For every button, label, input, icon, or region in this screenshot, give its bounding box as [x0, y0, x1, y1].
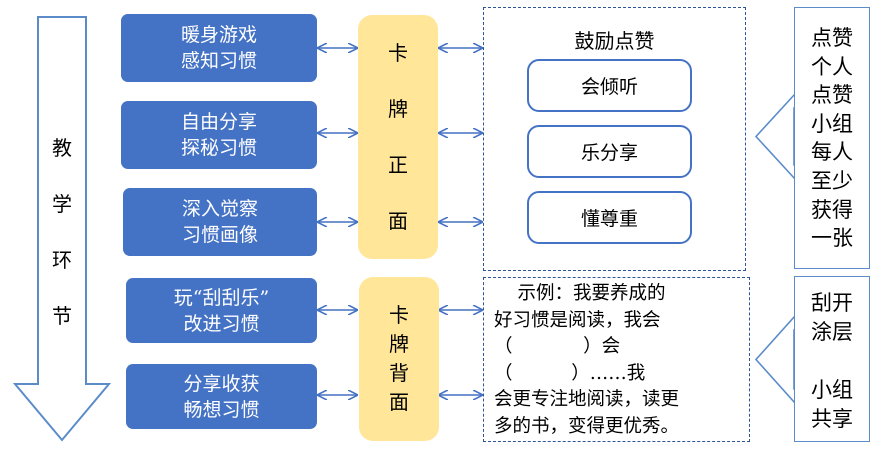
- note-bottom-line: 小组: [811, 378, 853, 402]
- note-top-line: 至少: [811, 168, 853, 193]
- note-box-top: 点赞 个人 点赞 小组 每人 至少 获得 一张: [794, 7, 870, 269]
- card-front-char: 正: [388, 153, 408, 177]
- step-line-1: 深入觉察: [181, 198, 258, 220]
- flow-label: 教 学 环 节: [50, 120, 74, 344]
- note-top-line: 一张: [811, 226, 853, 251]
- step-line-1: 自由分享: [180, 111, 257, 133]
- note-top-line: 个人: [811, 54, 853, 79]
- callout-arrow-bottom: [754, 313, 796, 406]
- step-line-1: 分享收获: [183, 372, 260, 395]
- card-front-char: 牌: [388, 97, 408, 121]
- example-text: 示例：我要养成的 好习惯是阅读，我会 （ ）会 （ ）……我 会更专注地阅读，读…: [494, 281, 756, 441]
- note-top-line: 获得: [811, 197, 853, 222]
- note-top-text: 点赞 个人 点赞 小组 每人 至少 获得 一张: [798, 24, 866, 253]
- card-front-char: 面: [388, 209, 408, 233]
- step-free-share: 自由分享 探秘习惯: [121, 101, 317, 169]
- note-top-line: 点赞: [811, 26, 853, 50]
- flow-label-char: 教: [52, 136, 72, 160]
- example-line: （ ）会: [494, 336, 621, 358]
- step-line-1: 玩“刮刮乐”: [173, 286, 270, 309]
- note-bottom-line: 共享: [811, 407, 853, 431]
- praise-item-share: 乐分享: [527, 125, 692, 178]
- card-back-char: 面: [389, 390, 409, 414]
- step-line-2: 改进习惯: [183, 312, 260, 335]
- note-bottom-line: 刮开: [811, 291, 853, 315]
- flow-arrow: [12, 16, 112, 442]
- card-back: 卡 牌 背 面: [359, 277, 439, 441]
- note-top-line: 小组: [811, 111, 853, 136]
- example-line: 示例：我要养成的: [494, 283, 666, 304]
- note-top-line: 每人: [811, 140, 853, 165]
- praise-item-listen: 会倾听: [527, 59, 692, 112]
- step-line-2: 习惯画像: [181, 224, 258, 246]
- card-back-char: 牌: [389, 332, 409, 356]
- flow-label-char: 环: [52, 248, 72, 272]
- step-line-2: 感知习惯: [180, 50, 257, 72]
- card-back-char: 背: [389, 361, 409, 385]
- card-back-char: 卡: [389, 303, 409, 327]
- note-bottom-line: 涂层: [811, 320, 853, 344]
- step-scratch-card: 玩“刮刮乐” 改进习惯: [126, 278, 317, 343]
- step-share-harvest: 分享收获 畅想习惯: [126, 364, 317, 429]
- flow-label-char: 节: [52, 304, 72, 328]
- flow-label-char: 学: [52, 192, 72, 216]
- card-front-char: 卡: [388, 41, 408, 65]
- praise-title: 鼓励点赞: [574, 29, 655, 53]
- example-line: 多的书，变得更优秀。: [494, 415, 680, 437]
- callout-arrow-top: [754, 91, 796, 182]
- praise-box: [483, 7, 746, 271]
- example-line: 会更专注地阅读，读更: [494, 389, 680, 411]
- example-box: [483, 277, 750, 442]
- step-line-2: 畅想习惯: [183, 398, 260, 421]
- praise-item-respect: 懂尊重: [527, 191, 692, 244]
- step-warmup-game: 暖身游戏 感知习惯: [121, 14, 317, 82]
- step-line-1: 暖身游戏: [180, 24, 257, 46]
- step-deep-awareness: 深入觉察 习惯画像: [123, 188, 317, 256]
- example-line: 好习惯是阅读，我会: [494, 309, 661, 331]
- example-line: （ ）……我: [494, 362, 646, 384]
- note-box-bottom: 刮开 涂层 小组 共享: [794, 276, 870, 442]
- step-line-2: 探秘习惯: [180, 137, 257, 159]
- card-front: 卡 牌 正 面: [358, 15, 438, 259]
- note-bottom-text: 刮开 涂层 小组 共享: [798, 289, 866, 434]
- note-top-line: 点赞: [811, 83, 853, 108]
